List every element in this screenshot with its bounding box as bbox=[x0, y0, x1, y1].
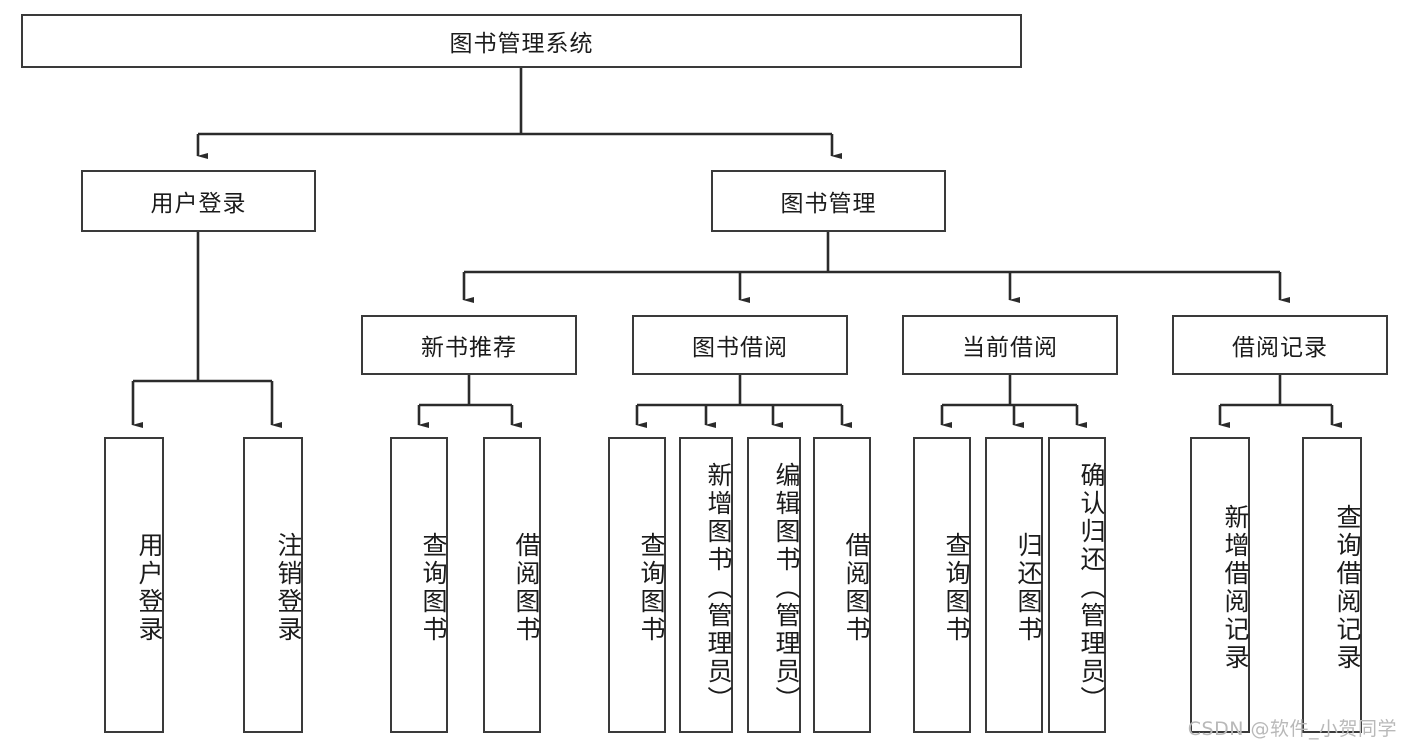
node-book-borrow[interactable]: 图书借阅 bbox=[632, 315, 848, 375]
node-label: 图书管理系统 bbox=[449, 31, 594, 57]
node-label: 借阅图书 bbox=[512, 532, 541, 644]
leaf-return-book[interactable]: 归还图书 bbox=[985, 437, 1043, 733]
leaf-user-login[interactable]: 用户登录 bbox=[104, 437, 164, 733]
node-label: 查询借阅记录 bbox=[1333, 504, 1362, 672]
leaf-edit-book-admin[interactable]: 编辑图书（管理员） bbox=[747, 437, 801, 733]
node-label: 图书管理 bbox=[780, 191, 877, 217]
leaf-query-borrow-record[interactable]: 查询借阅记录 bbox=[1302, 437, 1362, 733]
node-label: 借阅记录 bbox=[1232, 335, 1328, 361]
node-label: 查询图书 bbox=[942, 532, 971, 644]
node-book-management[interactable]: 图书管理 bbox=[711, 170, 946, 232]
node-current-borrow[interactable]: 当前借阅 bbox=[902, 315, 1118, 375]
leaf-borrow-book[interactable]: 借阅图书 bbox=[813, 437, 871, 733]
watermark: CSDN @软件_小贺同学 bbox=[1187, 718, 1397, 740]
node-label: 编辑图书（管理员） bbox=[772, 462, 801, 714]
node-label: 用户登录 bbox=[135, 532, 164, 644]
leaf-logout[interactable]: 注销登录 bbox=[243, 437, 303, 733]
leaf-add-borrow-record[interactable]: 新增借阅记录 bbox=[1190, 437, 1250, 733]
leaf-confirm-return-admin[interactable]: 确认归还（管理员） bbox=[1048, 437, 1106, 733]
node-label: 用户登录 bbox=[150, 191, 247, 217]
leaf-query-book-borrow[interactable]: 查询图书 bbox=[608, 437, 666, 733]
node-user-login[interactable]: 用户登录 bbox=[81, 170, 316, 232]
node-label: 查询图书 bbox=[637, 532, 666, 644]
node-label: 新增借阅记录 bbox=[1221, 504, 1250, 672]
leaf-query-book-recommend[interactable]: 查询图书 bbox=[390, 437, 448, 733]
node-label: 图书借阅 bbox=[692, 335, 788, 361]
node-label: 新增图书（管理员） bbox=[704, 462, 733, 714]
leaf-add-book-admin[interactable]: 新增图书（管理员） bbox=[679, 437, 733, 733]
node-new-book-recommend[interactable]: 新书推荐 bbox=[361, 315, 577, 375]
leaf-borrow-book-recommend[interactable]: 借阅图书 bbox=[483, 437, 541, 733]
node-root[interactable]: 图书管理系统 bbox=[21, 14, 1022, 68]
leaf-query-book-current[interactable]: 查询图书 bbox=[913, 437, 971, 733]
node-label: 确认归还（管理员） bbox=[1077, 462, 1106, 714]
node-label: 注销登录 bbox=[274, 532, 303, 644]
node-label: 当前借阅 bbox=[962, 335, 1058, 361]
node-label: 归还图书 bbox=[1014, 532, 1043, 644]
node-label: 查询图书 bbox=[419, 532, 448, 644]
node-label: 新书推荐 bbox=[421, 335, 517, 361]
node-label: 借阅图书 bbox=[842, 532, 871, 644]
node-borrow-record[interactable]: 借阅记录 bbox=[1172, 315, 1388, 375]
